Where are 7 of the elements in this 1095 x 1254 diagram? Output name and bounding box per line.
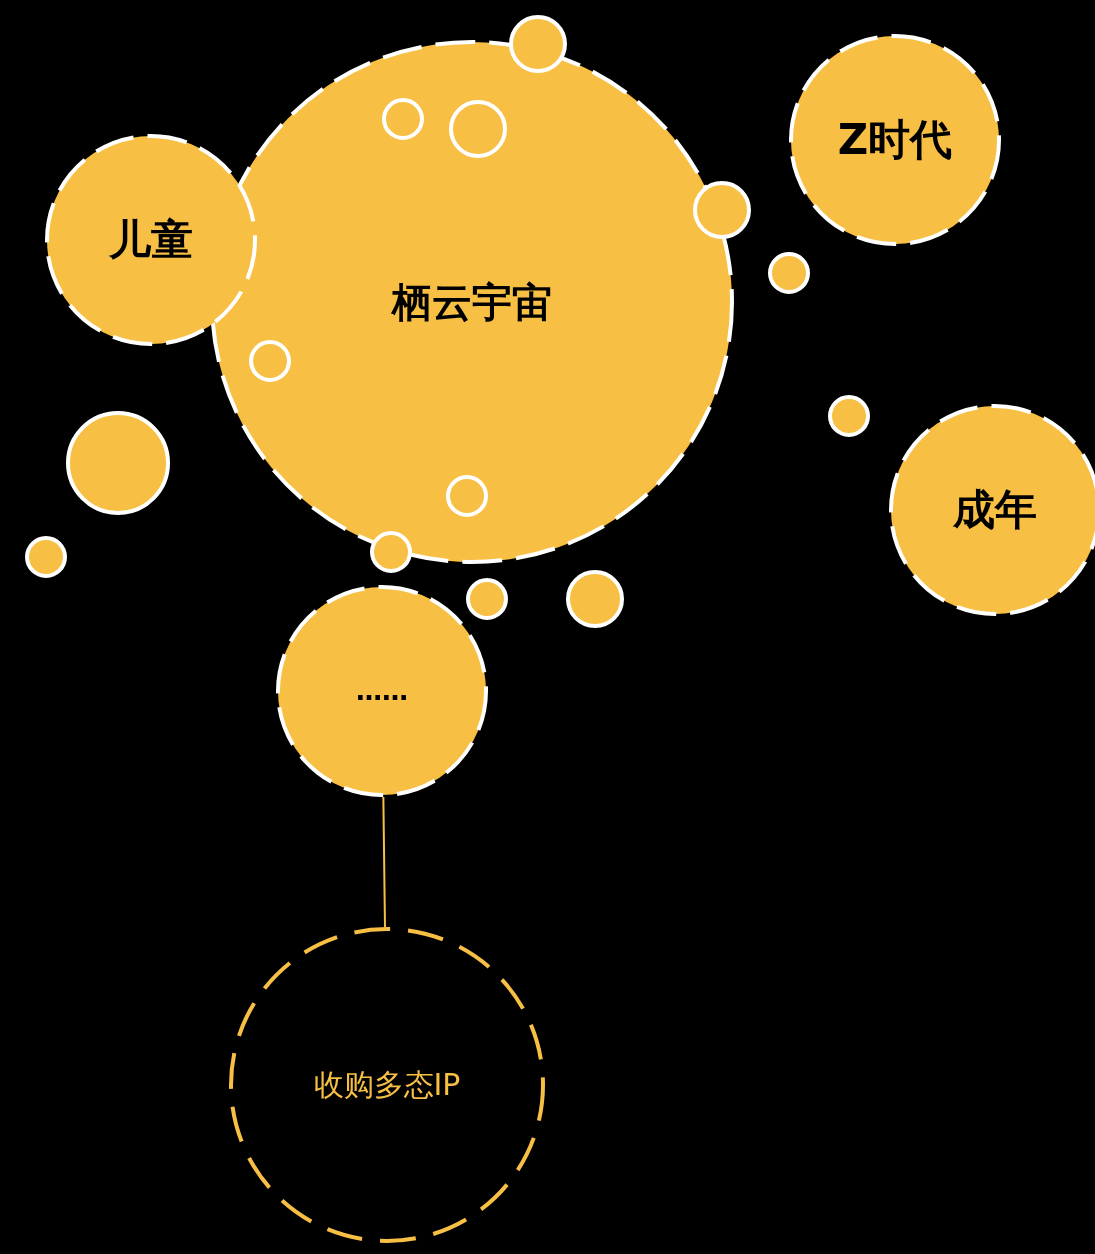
bubble-label: 成年 [953,484,1037,536]
bubble-label: 儿童 [109,214,193,266]
bubble-label: 收购多态IP [313,1065,461,1104]
connector-line [382,796,386,928]
bubble-label: 栖云宇宙 [392,277,552,327]
bubble-label: …… [356,676,408,706]
bubble-label: Z时代 [837,114,953,166]
